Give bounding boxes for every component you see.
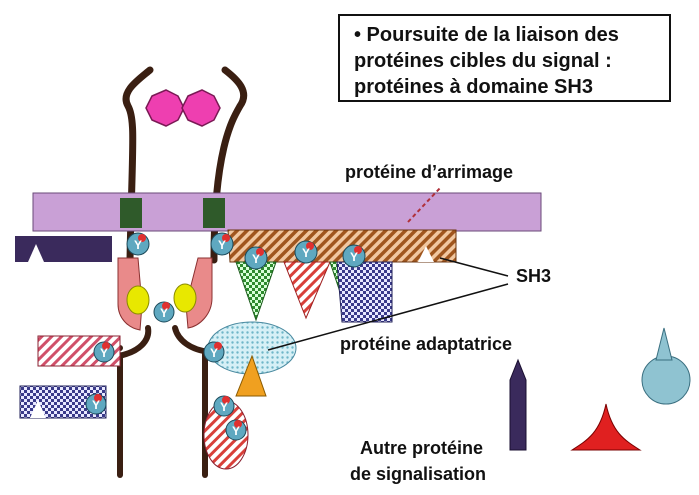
- svg-text:Y: Y: [160, 306, 168, 320]
- label-other-protein-line1: Autre protéine: [360, 438, 483, 459]
- teal-sphere: [642, 328, 690, 404]
- bead-10: Y: [214, 396, 234, 416]
- svg-text:Y: Y: [302, 246, 310, 260]
- title-line-3: protéines à domaine SH3: [354, 74, 659, 100]
- bead-7: Y: [94, 342, 114, 362]
- red-cone: [572, 404, 640, 450]
- svg-text:Y: Y: [100, 346, 108, 360]
- bead-9: Y: [86, 394, 106, 414]
- bead-5: Y: [343, 245, 365, 267]
- bead-2: Y: [211, 233, 233, 255]
- label-adaptor-protein: protéine adaptatrice: [340, 334, 512, 355]
- title-box: • Poursuite de la liaison des protéines …: [338, 14, 671, 102]
- label-docking-protein: protéine d’arrimage: [345, 162, 513, 183]
- svg-text:Y: Y: [232, 424, 240, 438]
- bead-6: Y: [154, 302, 174, 322]
- svg-text:Y: Y: [218, 238, 226, 252]
- navy-tower: [510, 360, 526, 450]
- svg-text:Y: Y: [210, 346, 218, 360]
- svg-text:Y: Y: [350, 250, 358, 264]
- label-other-protein-line2: de signalisation: [350, 464, 486, 485]
- membrane: [33, 193, 541, 231]
- navy-block-left: [15, 236, 112, 262]
- svg-text:Y: Y: [134, 238, 142, 252]
- ligand-dimer: [146, 90, 220, 126]
- label-sh3: SH3: [516, 266, 551, 287]
- svg-text:Y: Y: [92, 398, 100, 412]
- green-triangle-1: [236, 262, 276, 320]
- blue-checker-block: [337, 262, 392, 322]
- bead-3: Y: [245, 247, 267, 269]
- red-striped-triangle: [284, 262, 330, 318]
- title-line-2: protéines cibles du signal :: [354, 48, 659, 74]
- bead-11: Y: [226, 420, 246, 440]
- bead-4: Y: [295, 241, 317, 263]
- svg-text:Y: Y: [252, 252, 260, 266]
- bead-1: Y: [127, 233, 149, 255]
- title-line-1: • Poursuite de la liaison des: [354, 22, 659, 48]
- bead-8: Y: [204, 342, 224, 362]
- svg-text:Y: Y: [220, 400, 228, 414]
